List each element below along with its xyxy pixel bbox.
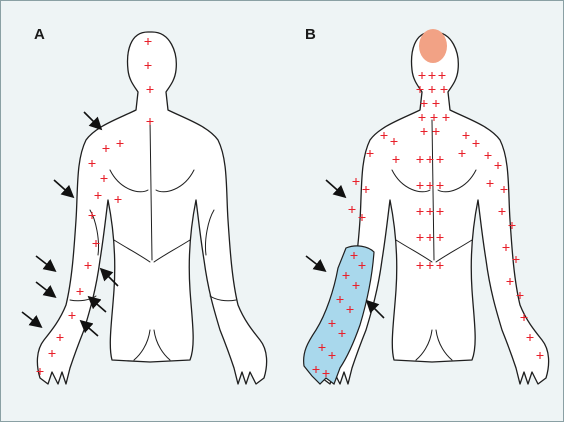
arrow-icon: [90, 298, 106, 312]
arrow-icon: [54, 180, 72, 196]
arrow-icon: [306, 256, 324, 270]
arrow-icon: [326, 180, 344, 196]
arrow-icon: [36, 256, 54, 270]
headache-area: [419, 29, 447, 63]
arrow-icon: [22, 312, 40, 326]
arrow-icon: [36, 282, 54, 296]
referred-pain-area: [304, 246, 374, 384]
panel-a-body: [37, 32, 266, 384]
arrow-icon: [84, 112, 100, 128]
